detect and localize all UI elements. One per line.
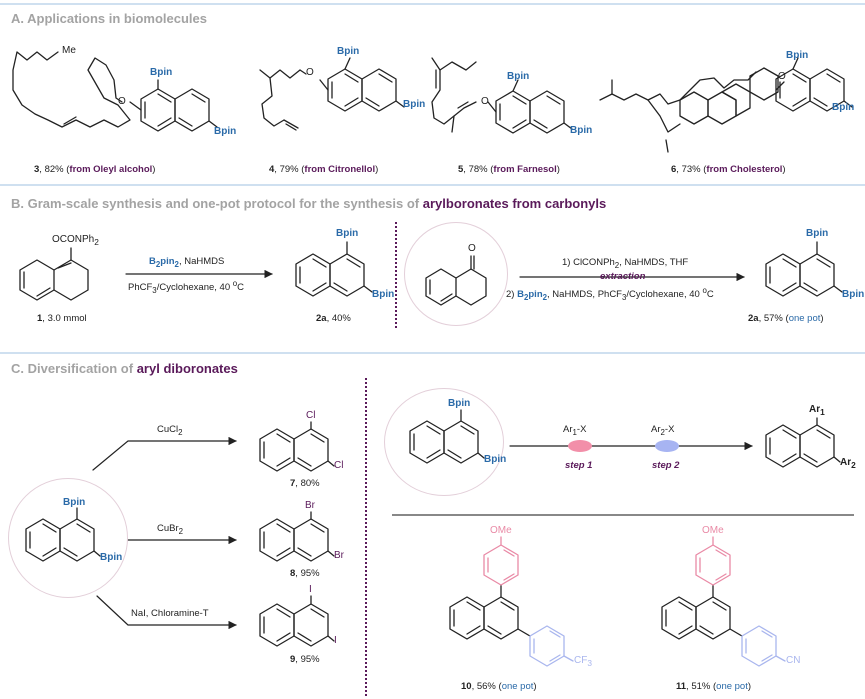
- ar1-label: Ar1: [809, 404, 825, 417]
- one-pot-step1: 1) ClCONPh2, NaHMDS, THF: [562, 257, 689, 270]
- bpin-sm-bottom: Bpin: [100, 552, 123, 563]
- cond1-bottom: PhCF3/Cyclohexane, 40 oC: [128, 279, 245, 296]
- caption-3: 3, 82% (from Oleyl alcohol): [34, 164, 156, 175]
- bpin-6b: Bpin: [832, 102, 855, 113]
- methyl-label: Me: [62, 45, 76, 56]
- section-c-title: C. Diversification of aryl diboronates: [11, 361, 238, 376]
- one-pot-step2: 2) B2pin2, NaHMDS, PhCF3/Cyclohexane, 40…: [506, 286, 714, 303]
- bpin-right-top: Bpin: [448, 398, 471, 409]
- cl-bottom: Cl: [334, 460, 344, 471]
- section-c-horizontal-divider: [392, 514, 854, 516]
- bpin-2a-top: Bpin: [336, 228, 359, 239]
- ar2-label: Ar2: [840, 457, 856, 470]
- step1-marker: [568, 440, 592, 452]
- reagent-nai: NaI, Chloramine-T: [131, 608, 209, 619]
- product-2a-label-1: 2a, 40%: [316, 313, 351, 324]
- bpin-4b: Bpin: [403, 99, 426, 110]
- ether-o-5: O: [481, 96, 489, 107]
- carbamate-group: OCONPh2: [52, 234, 99, 247]
- section-b-top-rule: [0, 184, 865, 186]
- caption-6: 6, 73% (from Cholesterol): [671, 164, 786, 175]
- ar1x-label: Ar1-X: [563, 424, 587, 437]
- bpin-2a-bottom: Bpin: [372, 289, 395, 300]
- br-bottom: Br: [334, 550, 344, 561]
- caption-4: 4, 79% (from Citronellol): [269, 164, 379, 175]
- ether-o-6: O: [778, 71, 786, 82]
- caption-5: 5, 78% (from Farnesol): [458, 164, 560, 175]
- bpin-2a2-top: Bpin: [806, 228, 829, 239]
- ar2x-label: Ar2-X: [651, 424, 675, 437]
- ether-o-3: O: [118, 96, 126, 107]
- sm-1-label: 1, 3.0 mmol: [37, 313, 87, 324]
- ether-o-4: O: [306, 67, 314, 78]
- i-top: I: [309, 584, 312, 595]
- sm-highlight-circle: [384, 388, 504, 496]
- bpin-6a: Bpin: [786, 50, 809, 61]
- ketone-oxygen: O: [468, 243, 476, 254]
- diboronate-highlight-circle: [8, 478, 128, 598]
- br-top: Br: [305, 500, 315, 511]
- cf3-10: CF3: [574, 655, 592, 668]
- ome-11: OMe: [702, 525, 724, 536]
- product-2a-label-2: 2a, 57% (one pot): [748, 313, 824, 324]
- cn-11: CN: [786, 655, 801, 666]
- product-9-label: 9, 95%: [290, 654, 320, 665]
- ome-10: OMe: [490, 525, 512, 536]
- extraction-label: extraction: [600, 271, 646, 282]
- section-c-top-rule: [0, 352, 865, 354]
- product-8-label: 8, 95%: [290, 568, 320, 579]
- i-bottom: I: [334, 635, 337, 646]
- reagent-cucl2: CuCl2: [157, 424, 183, 437]
- section-b-title: B. Gram-scale synthesis and one-pot prot…: [11, 196, 607, 211]
- section-a-top-rule: [0, 3, 865, 5]
- bpin-3b: Bpin: [214, 126, 237, 137]
- ketone-highlight-circle: [404, 222, 508, 326]
- bpin-4a: Bpin: [337, 46, 360, 57]
- bpin-3a: Bpin: [150, 67, 173, 78]
- section-a-title: A. Applications in biomolecules: [11, 11, 207, 26]
- oleyl-chain: [12, 51, 131, 128]
- bpin-right-bottom: Bpin: [484, 454, 507, 465]
- product-11-label: 11, 51% (one pot): [676, 681, 752, 692]
- section-c-divider: [365, 378, 367, 696]
- product-7-label: 7, 80%: [290, 478, 320, 489]
- product-10-label: 10, 56% (one pot): [461, 681, 537, 692]
- cl-top: Cl: [306, 410, 316, 421]
- section-b-divider: [395, 222, 397, 328]
- bpin-2a2-bottom: Bpin: [842, 289, 865, 300]
- bpin-5b: Bpin: [570, 125, 593, 136]
- step1-label: step 1: [565, 460, 593, 471]
- bpin-5a: Bpin: [507, 71, 530, 82]
- reagent-cubr2: CuBr2: [157, 523, 184, 536]
- step2-marker: [655, 440, 679, 452]
- cond1-top: B2pin2, NaHMDS: [149, 256, 225, 269]
- step2-label: step 2: [652, 460, 680, 471]
- bpin-sm-top: Bpin: [63, 497, 86, 508]
